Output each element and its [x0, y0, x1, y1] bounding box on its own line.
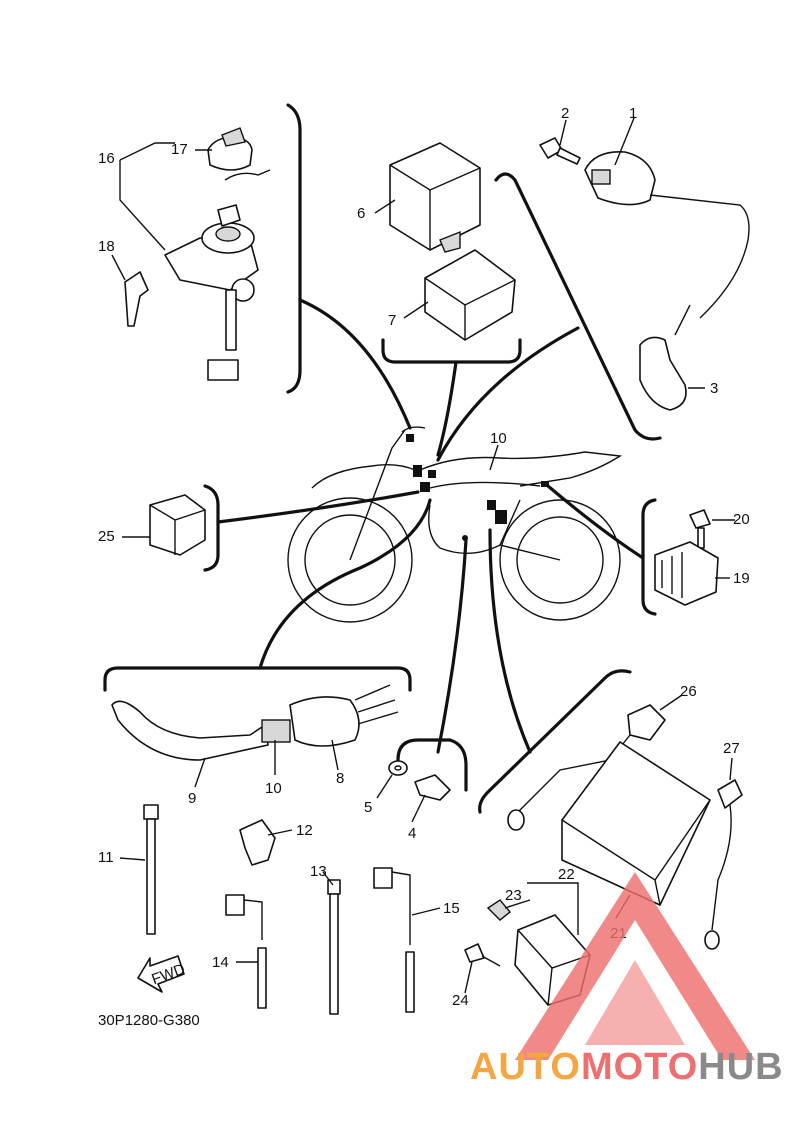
callout-27: 27	[723, 740, 740, 757]
watermark-part3: HUB	[698, 1046, 784, 1088]
callout-5: 5	[364, 799, 372, 816]
callout-7: 7	[388, 312, 396, 329]
callout-17: 17	[171, 141, 188, 158]
watermark-part1: AUTO	[470, 1046, 581, 1088]
screw-24	[464, 943, 501, 967]
bolt-20	[689, 509, 711, 549]
band-15	[373, 867, 415, 1013]
watermark-part2: MOTO	[580, 1046, 699, 1088]
ignition-switch-16	[164, 169, 271, 381]
battery-lead-26	[507, 704, 666, 831]
link-rectifier	[546, 484, 645, 560]
harness-marker	[406, 434, 414, 442]
link-ignition	[298, 298, 412, 430]
bracket-rectifier-group	[641, 498, 657, 616]
diagram-code: 30P1280-G380	[98, 1012, 200, 1029]
link-relay	[216, 490, 420, 524]
sensor-4	[414, 774, 451, 801]
cable-tie-11	[143, 804, 159, 935]
motorcycle-outline	[287, 426, 623, 623]
bracket-cdi-group	[381, 338, 522, 364]
harness-marker	[462, 535, 468, 541]
callout-4: 4	[408, 825, 416, 842]
battery-lead-27	[704, 779, 743, 950]
callout-10-top: 10	[490, 430, 507, 447]
callout-6: 6	[357, 205, 365, 222]
callout-2: 2	[561, 105, 569, 122]
harness-marker	[428, 470, 436, 478]
washer-5	[388, 760, 408, 776]
watermark-logo: AUTOMOTOHUB	[470, 1046, 784, 1089]
callout-19: 19	[733, 570, 750, 587]
callout-20: 20	[733, 511, 750, 528]
harness-marker	[487, 500, 496, 510]
protector-8	[289, 684, 399, 747]
callout-24: 24	[452, 992, 469, 1009]
plug-cap-3	[639, 304, 691, 411]
band-14	[225, 894, 267, 1009]
cdi-cover-7	[424, 249, 516, 341]
link-harness	[258, 498, 432, 670]
callout-16: 16	[98, 150, 115, 167]
relay-25	[149, 494, 206, 556]
wire-harness-9	[111, 700, 269, 761]
key-blank-18	[124, 271, 149, 327]
callout-26: 26	[680, 683, 697, 700]
callout-25: 25	[98, 528, 115, 545]
bracket-harness-group	[103, 666, 412, 692]
rectifier-19	[654, 541, 719, 606]
bracket-battery-group	[478, 669, 632, 814]
callout-22: 22	[558, 866, 575, 883]
bolt-2	[539, 137, 581, 165]
cable-tie-13	[327, 879, 341, 1015]
callout-13: 13	[310, 863, 327, 880]
ignition-coil-1	[584, 151, 750, 319]
callout-12: 12	[296, 822, 313, 839]
harness-marker	[541, 481, 549, 487]
callout-14: 14	[212, 954, 229, 971]
callout-3: 3	[710, 380, 718, 397]
key-cap-17	[207, 127, 253, 171]
band-10	[261, 719, 291, 743]
harness-marker	[495, 510, 507, 524]
callout-15: 15	[443, 900, 460, 917]
callout-23: 23	[505, 887, 522, 904]
link-battery	[488, 528, 532, 754]
battery-21	[561, 741, 711, 906]
callout-8: 8	[336, 770, 344, 787]
fuse-23	[486, 899, 511, 921]
watermark-triangle-icon	[515, 872, 755, 1060]
link-sensor	[436, 538, 468, 754]
callout-18: 18	[98, 238, 115, 255]
bracket-relay-25	[203, 484, 220, 572]
bracket-sensor-group	[396, 738, 468, 792]
harness-marker	[420, 482, 430, 492]
bracket-coil-group	[494, 172, 662, 441]
harness-marker	[413, 465, 422, 477]
fwd-arrow-icon: FWD	[137, 955, 187, 993]
bracket-ignition-group	[286, 103, 302, 394]
callout-10-bottom: 10	[265, 780, 282, 797]
cdi-unit-6	[389, 142, 481, 253]
link-coil	[436, 326, 580, 462]
callout-11: 11	[98, 849, 114, 866]
clamp-12	[239, 819, 276, 866]
callout-9: 9	[188, 790, 196, 807]
link-cdi	[436, 360, 458, 457]
callout-1: 1	[629, 105, 637, 122]
